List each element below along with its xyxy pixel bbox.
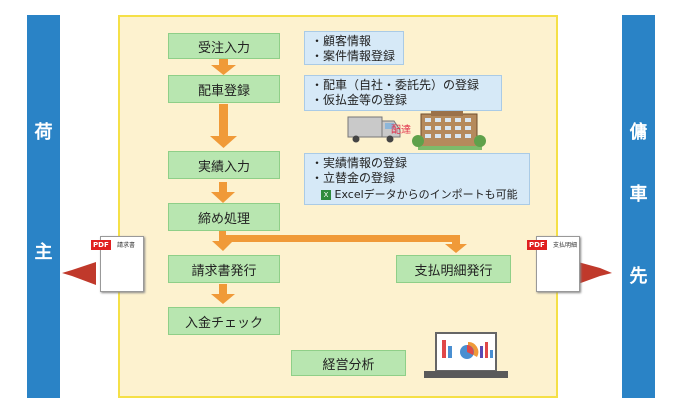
pdf-tag: PDF — [91, 240, 111, 250]
laptop-icon — [424, 332, 508, 378]
note-order: ・顧客情報 ・案件情報登録 — [304, 31, 404, 65]
step-payment-check: 入金チェック — [168, 307, 280, 335]
step-closing: 締め処理 — [168, 203, 280, 231]
note-dispatch: ・配車（自社・委託先）の登録 ・仮払金等の登録 — [304, 75, 502, 111]
pdf-tag: PDF — [527, 240, 547, 250]
step-order-entry: 受注入力 — [168, 33, 280, 59]
building-icon — [412, 110, 486, 150]
statement-doc-title: 支払明細 — [553, 242, 578, 249]
shipper-bar — [27, 15, 60, 398]
note-excel-import: X Excelデータからのインポートも可能 — [311, 187, 523, 202]
note-dispatch-line-2: ・仮払金等の登録 — [311, 93, 408, 107]
carrier-label-char-2: 車 — [629, 184, 648, 205]
truck-icon — [347, 116, 401, 143]
note-dispatch-line-1: ・配車（自社・委託先）の登録 — [311, 78, 480, 92]
step-dispatch-registration: 配車登録 — [168, 75, 280, 103]
step-payment-statement: 支払明細発行 — [396, 255, 511, 283]
step-invoice-issue: 請求書発行 — [168, 255, 280, 283]
note-results-line-2: ・立替金の登録 — [311, 171, 396, 185]
invoice-pdf-document: PDF 請求書 — [91, 236, 144, 292]
statement-pdf-document: PDF 支払明細 — [527, 236, 580, 292]
delivery-label: 配達 — [391, 125, 411, 136]
shipper-label-char-1: 荷 — [34, 122, 53, 143]
invoice-doc-title: 請求書 — [117, 242, 136, 249]
carrier-label-char-1: 傭 — [629, 122, 648, 143]
step-business-analysis: 経営分析 — [291, 350, 406, 376]
shipper-label-char-2: 主 — [34, 242, 53, 263]
note-order-line-2: ・案件情報登録 — [311, 49, 396, 63]
note-results-line-1: ・実績情報の登録 — [311, 156, 408, 170]
carrier-bar — [622, 15, 655, 398]
excel-icon: X — [321, 190, 331, 200]
carrier-label-char-3: 先 — [629, 266, 648, 287]
note-results: ・実績情報の登録 ・立替金の登録 X Excelデータからのインポートも可能 — [304, 153, 530, 205]
excel-import-text: Excelデータからのインポートも可能 — [334, 188, 518, 201]
note-order-line-1: ・顧客情報 — [311, 34, 372, 48]
step-results-entry: 実績入力 — [168, 151, 280, 179]
